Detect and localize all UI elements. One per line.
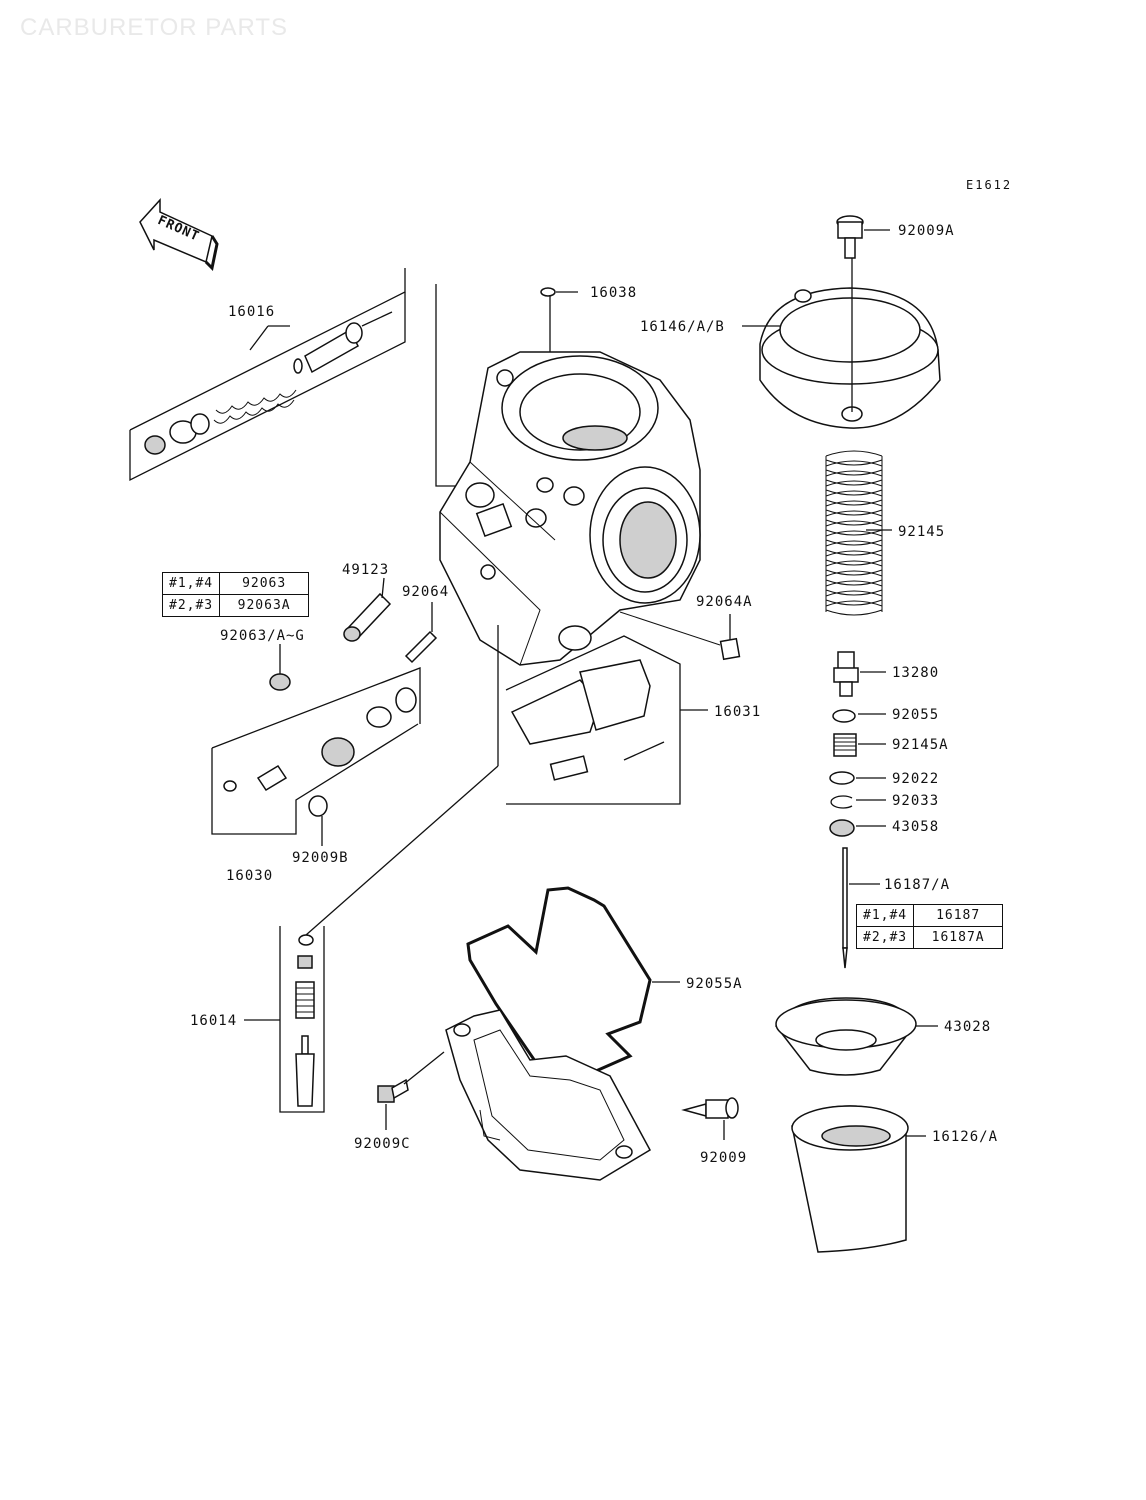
table-row: #1,#4 92063 — [161, 572, 310, 595]
screw-49123 — [343, 577, 392, 642]
jet-92064A — [719, 614, 741, 661]
washer-92022 — [829, 771, 855, 785]
table-row: #2,#3 16187A — [855, 926, 1004, 949]
pilot-screw-kit-16014 — [279, 926, 325, 1113]
callout-43058[interactable]: 43058 — [892, 819, 939, 835]
screw-92009A — [836, 215, 864, 259]
callout-13280[interactable]: 13280 — [892, 665, 939, 681]
callout-16038[interactable]: 16038 — [590, 285, 637, 301]
o-ring-16038 — [540, 287, 556, 297]
callout-92055[interactable]: 92055 — [892, 707, 939, 723]
callout-92009[interactable]: 92009 — [700, 1150, 747, 1166]
screw-92009 — [681, 1097, 739, 1119]
jet-92064 — [404, 602, 438, 664]
diagram-code: E1612 — [966, 178, 1013, 192]
cylinder-cell: #1,#4 — [855, 904, 915, 927]
jet-needle-16187 — [842, 847, 848, 969]
callout-92009A[interactable]: 92009A — [898, 223, 955, 239]
piston-16126 — [791, 1105, 909, 1253]
part-number-cell[interactable]: 92063 — [219, 572, 310, 595]
cylinder-cell: #2,#3 — [855, 926, 915, 949]
table-row: #1,#4 16187 — [855, 904, 1004, 927]
spring-92145 — [825, 450, 883, 616]
holder-43028 — [775, 997, 917, 1076]
part-number-cell[interactable]: 16187A — [913, 926, 1004, 949]
callout-92145[interactable]: 92145 — [898, 524, 945, 540]
cylinder-cell: #1,#4 — [161, 572, 221, 595]
float-bowl — [445, 1009, 652, 1181]
part-number-cell[interactable]: 16187 — [913, 904, 1004, 927]
jet-92063 — [269, 644, 291, 691]
clip-92033 — [830, 795, 853, 809]
callout-92009B[interactable]: 92009B — [292, 850, 349, 866]
callout-92022[interactable]: 92022 — [892, 771, 939, 787]
top-cover-16146 — [759, 287, 941, 429]
gasket-92055A — [466, 886, 652, 1082]
callout-16014[interactable]: 16014 — [190, 1013, 237, 1029]
cylinder-cell: #2,#3 — [161, 594, 221, 617]
reference-table-92063: #1,#4 92063 #2,#3 92063A — [161, 572, 310, 617]
front-arrow-icon: FRONT — [139, 198, 219, 272]
part-number-cell[interactable]: 92063A — [219, 594, 310, 617]
callout-92055A[interactable]: 92055A — [686, 976, 743, 992]
float-16031 — [505, 635, 681, 805]
starter-plunger-assembly — [129, 268, 492, 487]
callout-16016[interactable]: 16016 — [228, 304, 275, 320]
watermark-title: CARBURETOR PARTS — [20, 14, 289, 41]
callout-92064A[interactable]: 92064A — [696, 594, 753, 610]
o-ring-92055 — [832, 709, 856, 723]
screw-92009C — [377, 1078, 409, 1103]
callout-16031[interactable]: 16031 — [714, 704, 761, 720]
spring-92145A — [833, 733, 857, 757]
spacer-43058 — [829, 819, 855, 837]
callout-49123[interactable]: 49123 — [342, 562, 389, 578]
needle-jet-13280 — [833, 651, 859, 697]
callout-92009C[interactable]: 92009C — [354, 1136, 411, 1152]
callout-16146[interactable]: 16146/A/B — [640, 319, 725, 335]
callout-16030[interactable]: 16030 — [226, 868, 273, 884]
callout-92064[interactable]: 92064 — [402, 584, 449, 600]
reference-table-16187: #1,#4 16187 #2,#3 16187A — [855, 904, 1004, 949]
float-valve-kit-16030 — [211, 667, 421, 835]
callout-16126[interactable]: 16126/A — [932, 1129, 998, 1145]
table-row: #2,#3 92063A — [161, 594, 310, 617]
callout-43028[interactable]: 43028 — [944, 1019, 991, 1035]
callout-92063[interactable]: 92063/A~G — [220, 628, 305, 644]
carburetor-body — [439, 351, 701, 666]
callout-16187[interactable]: 16187/A — [884, 877, 950, 893]
callout-92145A[interactable]: 92145A — [892, 737, 949, 753]
callout-92033[interactable]: 92033 — [892, 793, 939, 809]
